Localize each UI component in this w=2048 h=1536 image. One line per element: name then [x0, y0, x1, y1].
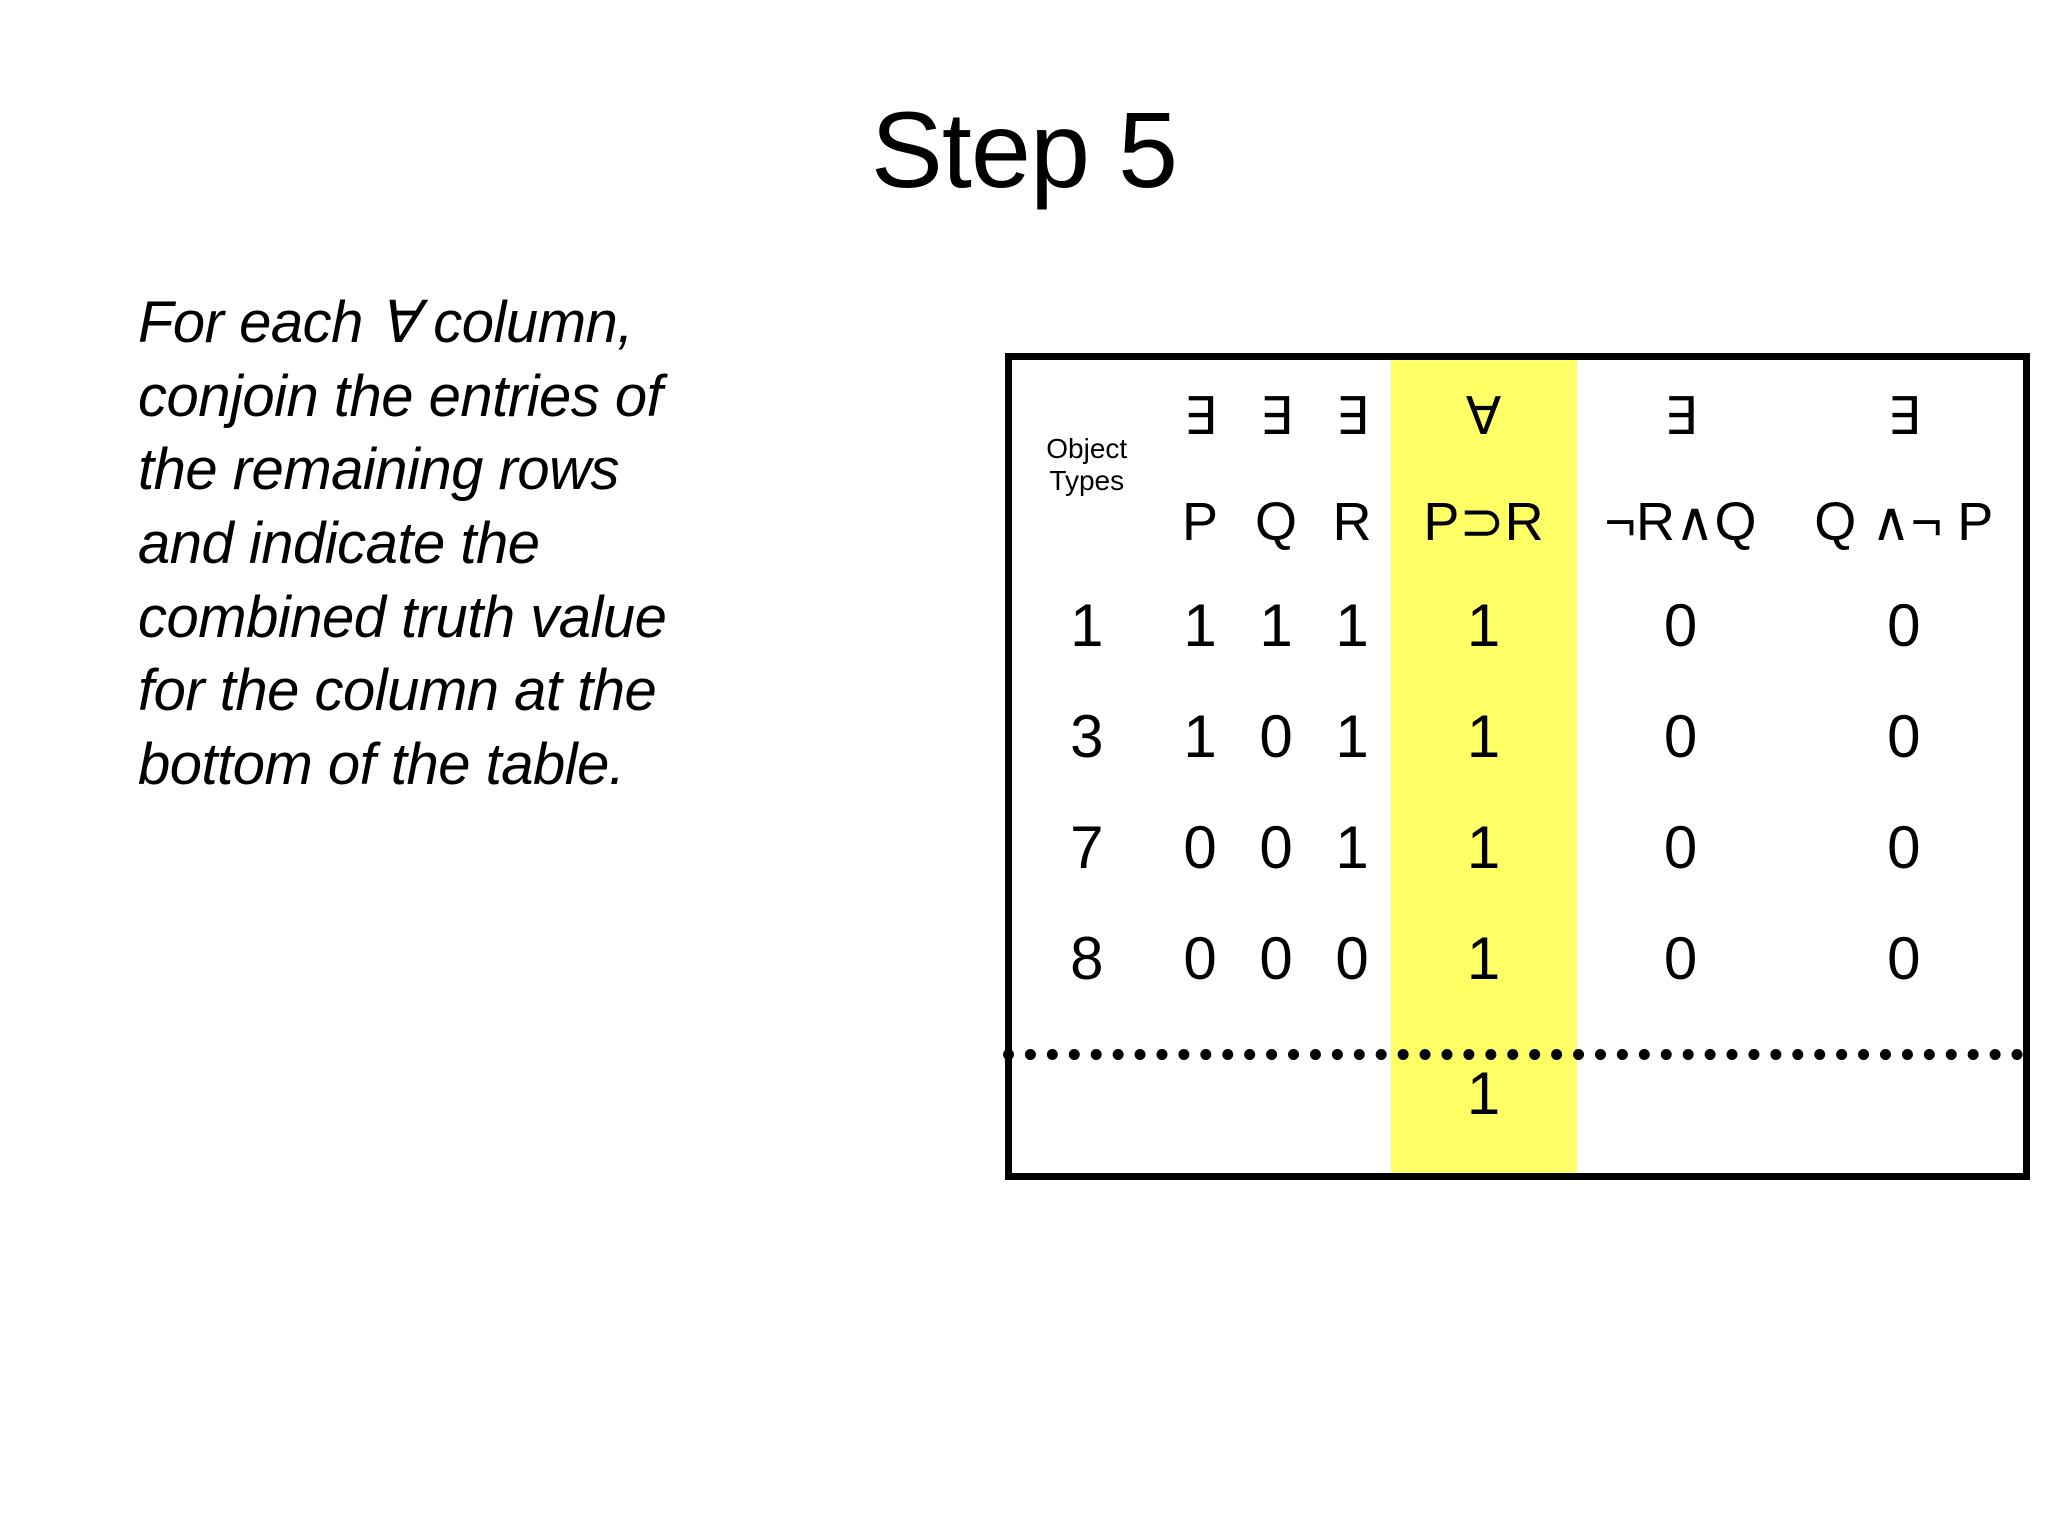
cell-r: 1 [1335, 591, 1369, 659]
instruction-line-7: bottom of the table. [138, 731, 625, 797]
formula-header-p-implies-r: P⊃R [1390, 474, 1577, 571]
object-types-header-line1: Object [1046, 433, 1128, 465]
formula-header-p: P [1181, 492, 1219, 553]
summary-cell-r [1314, 1014, 1391, 1176]
quantifier-header-p-implies-r: ∀ [1390, 356, 1577, 475]
cell-r: 1 [1335, 702, 1369, 770]
cell-p-implies-r: 1 [1390, 570, 1577, 682]
cell-q-and-not-p: 0 [1887, 591, 1921, 659]
cell-p-implies-r: 1 [1390, 681, 1577, 793]
instruction-line-5: combined truth value [138, 584, 667, 650]
summary-cell-not-r-and-q [1577, 1014, 1785, 1176]
table-row: 1 1 1 1 1 0 0 [1009, 570, 2027, 682]
quantifier-header-r: ∃ [1335, 388, 1369, 447]
object-types-header: Object Types [1009, 357, 1162, 571]
table-row: 7 0 0 1 1 0 0 [1009, 792, 2027, 904]
cell-p-implies-r: 1 [1390, 903, 1577, 1015]
summary-dotted-separator [1003, 1049, 2023, 1060]
instruction-line-3: the remaining rows [138, 437, 620, 503]
summary-cell-q-and-not-p [1785, 1014, 2027, 1176]
formula-header-not-r-and-q: ¬R∧Q [1604, 492, 1757, 553]
table-header-formula-row: P Q R P⊃R ¬R∧Q Q ∧¬ P [1009, 474, 2027, 571]
formula-header-q-and-not-p: Q ∧¬ P [1814, 492, 1994, 553]
quantifier-header-not-r-and-q: ∃ [1664, 388, 1697, 447]
summary-cell-p [1162, 1014, 1239, 1176]
table-summary-row: 1 [1009, 1014, 2027, 1177]
cell-p-implies-r: 1 [1390, 792, 1577, 904]
cell-q: 0 [1259, 924, 1293, 992]
summary-object-type [1009, 1014, 1162, 1176]
quantifier-header-p: ∃ [1183, 388, 1217, 447]
formula-header-r: R [1332, 492, 1372, 553]
object-types-header-line2: Types [1049, 465, 1125, 497]
row-object-type: 1 [1070, 591, 1104, 659]
cell-p: 1 [1183, 702, 1217, 770]
cell-r: 0 [1335, 924, 1369, 992]
cell-q: 1 [1259, 591, 1293, 659]
truth-table-container: Object Types ∃ ∃ ∃ ∀ ∃ ∃ P Q R P⊃R ¬R∧Q … [1005, 353, 2030, 1180]
cell-not-r-and-q: 0 [1663, 591, 1698, 659]
instruction-line-1: For each ∀ column, [138, 290, 633, 355]
row-object-type: 3 [1070, 702, 1104, 770]
table-row: 8 0 0 0 1 0 0 [1009, 903, 2027, 1015]
cell-not-r-and-q: 0 [1663, 702, 1698, 770]
table-header-quantifier-row: Object Types ∃ ∃ ∃ ∀ ∃ ∃ [1009, 356, 2027, 496]
cell-not-r-and-q: 0 [1663, 924, 1698, 992]
page-title: Step 5 [870, 89, 1178, 210]
quantifier-header-q: ∃ [1259, 388, 1293, 447]
cell-r: 1 [1335, 813, 1369, 881]
cell-p: 0 [1183, 813, 1217, 881]
instruction-line-6: for the column at the [138, 658, 657, 724]
cell-p: 1 [1183, 591, 1217, 659]
row-object-type: 8 [1070, 924, 1104, 992]
instruction-line-4: and indicate the [138, 510, 540, 576]
table-row: 3 1 0 1 1 0 0 [1009, 681, 2027, 793]
summary-cell-q [1239, 1014, 1314, 1176]
quantifier-header-q-and-not-p: ∃ [1887, 388, 1921, 447]
cell-q: 0 [1259, 702, 1293, 770]
cell-not-r-and-q: 0 [1663, 813, 1698, 881]
instruction-line-2: conjoin the entries of [138, 363, 663, 429]
instruction-text: For each ∀ column, conjoin the entries o… [138, 286, 738, 802]
row-object-type: 7 [1070, 813, 1104, 881]
cell-p: 0 [1183, 924, 1217, 992]
cell-q-and-not-p: 0 [1887, 813, 1921, 881]
summary-cell-p-implies-r: 1 [1390, 1014, 1577, 1177]
cell-q-and-not-p: 0 [1887, 702, 1921, 770]
cell-q: 0 [1259, 813, 1293, 881]
truth-table: Object Types ∃ ∃ ∃ ∀ ∃ ∃ P Q R P⊃R ¬R∧Q … [1005, 353, 2030, 1180]
cell-q-and-not-p: 0 [1887, 924, 1921, 992]
formula-header-q: Q [1254, 492, 1297, 553]
